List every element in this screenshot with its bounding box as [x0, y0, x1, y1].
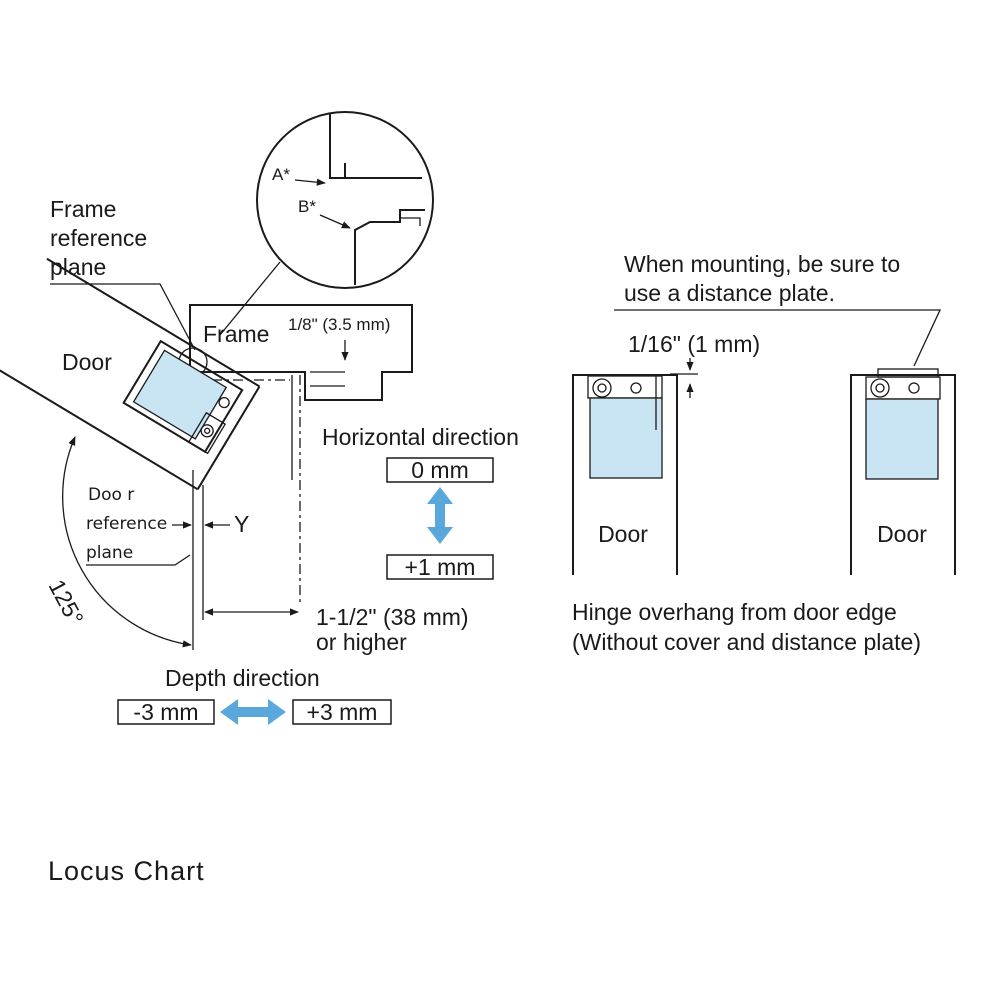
frame-ref-plane-line-3: plane: [50, 254, 106, 280]
detail-circle: [256, 111, 434, 289]
mounting-note-leader: [614, 309, 942, 367]
depth-left-value: -3 mm: [133, 699, 198, 725]
detail-label-a: A*: [272, 165, 290, 184]
depth-right-value: +3 mm: [307, 699, 378, 725]
door-ref-plane-line-1: Doo r: [88, 485, 134, 505]
depth-left-box: [117, 699, 215, 725]
overhang-value: 1/16" (1 mm): [628, 331, 760, 357]
installation-drawing: Frame reference plane Frame 1/8" (3.5 mm…: [0, 196, 469, 655]
detail-door-edge: [354, 209, 425, 285]
hinge-cup-right: [865, 398, 939, 480]
detail-magnifier: A* B*: [219, 111, 434, 336]
detail-leader: [219, 261, 281, 336]
depth-right-box: [292, 699, 392, 725]
detail-frame-corner: [329, 113, 346, 179]
min-depth-line-2: or higher: [316, 629, 407, 655]
door-ref-plane-line-2: reference: [86, 514, 167, 534]
angle-label: 125°: [44, 575, 89, 629]
horizontal-bottom-box: [386, 554, 494, 580]
door-label-right: Door: [877, 521, 927, 547]
door-label: Door: [62, 349, 112, 375]
y-label: Y: [234, 511, 249, 537]
detail-label-b: B*: [298, 197, 316, 216]
frame-ref-plane-line-2: reference: [50, 225, 147, 251]
frame-ref-plane-leader: [50, 283, 196, 351]
door-ref-plane-line-3: plane: [86, 543, 133, 563]
frame-shape: [189, 304, 413, 401]
depth-adjustment: Depth direction -3 mm +3 mm: [117, 665, 392, 725]
mounting-note-line-1: When mounting, be sure to: [624, 251, 900, 277]
angle-arc: [62, 436, 192, 648]
horizontal-top-value: 0 mm: [411, 457, 469, 483]
door-without-plate: Door: [572, 374, 678, 575]
frame-gap-label: 1/8" (3.5 mm): [288, 315, 390, 334]
mounting-note-line-2: use a distance plate.: [624, 280, 835, 306]
door-label-left: Door: [598, 521, 648, 547]
overhang-section: When mounting, be sure to use a distance…: [572, 251, 956, 655]
horizontal-top-box: [386, 457, 494, 483]
min-depth-line-1: 1-1/2" (38 mm): [316, 604, 469, 630]
locus-chart-title: Locus Chart: [48, 856, 205, 886]
depth-title: Depth direction: [165, 665, 320, 691]
horizontal-bottom-value: +1 mm: [405, 554, 476, 580]
overhang-caption-line-1: Hinge overhang from door edge: [572, 599, 897, 625]
door-with-plate: Door: [850, 368, 956, 575]
door-open: [0, 257, 261, 491]
overhang-caption-line-2: (Without cover and distance plate): [572, 629, 921, 655]
horizontal-title: Horizontal direction: [322, 424, 519, 450]
depth-arrow-icon: [220, 699, 286, 725]
frame-label: Frame: [203, 321, 269, 347]
horizontal-adjustment: Horizontal direction 0 mm +1 mm: [322, 424, 519, 580]
frame-ref-plane-line-1: Frame: [50, 196, 116, 222]
hinge-body: [122, 339, 244, 454]
hinge-cup-left: [589, 397, 663, 479]
horizontal-arrow-icon: [427, 487, 453, 544]
hinge-cup: [132, 349, 228, 440]
